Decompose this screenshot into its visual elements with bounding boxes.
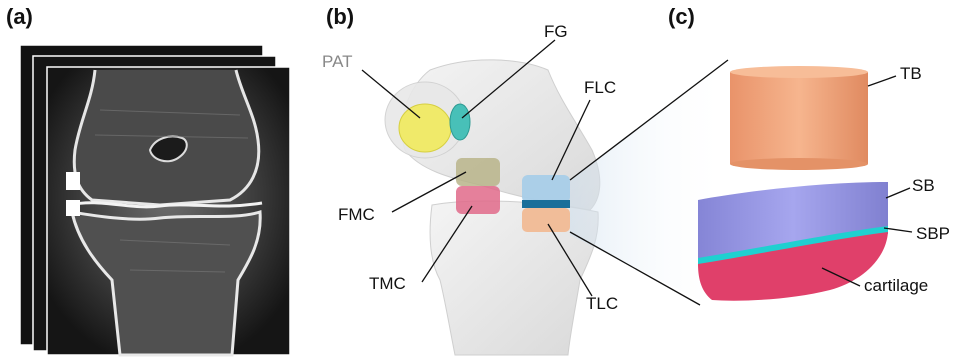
- tb-cylinder-top: [730, 66, 868, 78]
- label-sb: SB: [912, 176, 935, 196]
- label-cartilage: cartilage: [864, 276, 928, 296]
- label-sbp: SBP: [916, 224, 950, 244]
- sb-leader: [886, 188, 910, 198]
- tb-cylinder-body: [730, 72, 868, 164]
- tb-leader: [868, 76, 896, 86]
- tb-cylinder-bottom: [730, 158, 868, 170]
- sbp-leader: [884, 228, 912, 232]
- label-tb: TB: [900, 64, 922, 84]
